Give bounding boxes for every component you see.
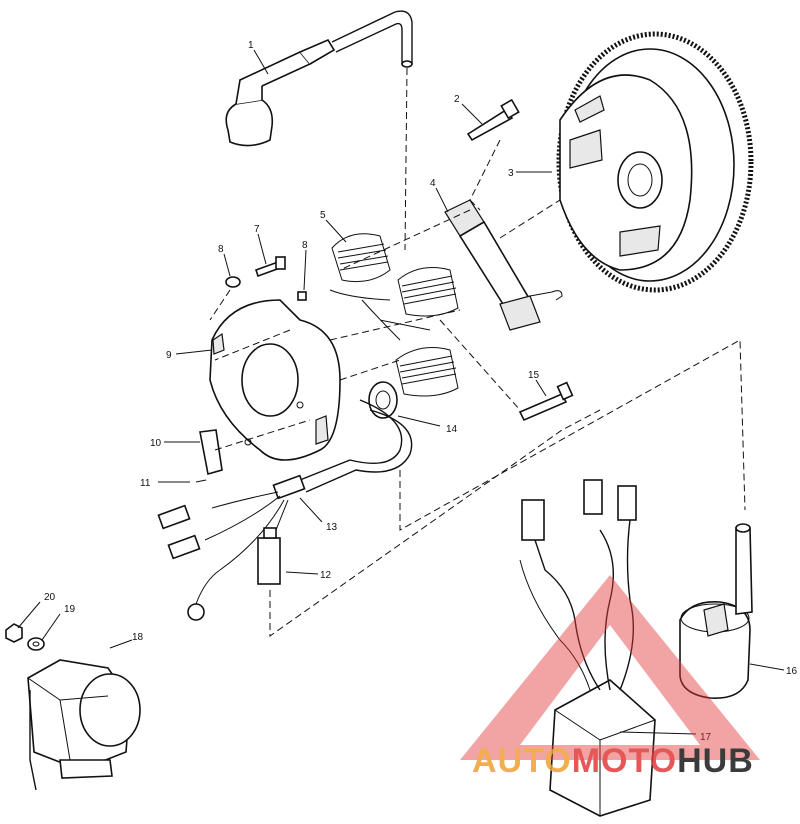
part-label-3: 3	[508, 168, 514, 179]
part-label-8a: 8	[218, 244, 224, 255]
assembly-lines	[209, 67, 746, 637]
watermark-text-hub: HUB	[677, 742, 754, 780]
watermark-triangle	[460, 575, 760, 760]
part-label-9: 9	[166, 350, 172, 361]
part-label-19: 19	[64, 604, 76, 615]
part-label-7: 7	[254, 224, 260, 235]
part-label-4: 4	[430, 178, 436, 189]
nut-20	[5, 623, 23, 643]
part-label-5: 5	[320, 210, 326, 221]
part-label-13: 13	[326, 522, 338, 533]
screw-8b	[297, 291, 307, 301]
wire-clamp	[195, 429, 223, 483]
part-label-11: 11	[140, 478, 151, 489]
part-label-20: 20	[44, 592, 56, 603]
watermark-logo: AUTOMOTOHUB	[460, 575, 760, 780]
wire-harness	[157, 399, 413, 621]
part-label-14: 14	[446, 424, 458, 435]
part-label-17: 17	[700, 732, 712, 743]
spark-plug-cap	[225, 10, 413, 147]
part-labels: 1 2 3 4 5 7 8 8 9 10 11 12 13 14 15 16 1…	[44, 40, 798, 743]
part-label-15: 15	[528, 370, 540, 381]
part-label-8b: 8	[302, 240, 308, 251]
bolt-15	[518, 381, 574, 422]
watermark-text-moto: MOTO	[572, 742, 677, 780]
part-label-12: 12	[320, 570, 332, 581]
bolt-2	[466, 98, 520, 142]
part-label-16: 16	[786, 666, 798, 677]
washer-8a	[225, 276, 241, 288]
ignition-coil	[679, 523, 753, 699]
watermark-text-auto: AUTO	[472, 742, 572, 780]
part-label-18: 18	[132, 632, 144, 643]
trigger-coil	[444, 199, 563, 331]
part-label-2: 2	[454, 94, 460, 105]
stator-assembly	[209, 233, 459, 461]
screw-7	[254, 256, 286, 278]
starter-solenoid	[27, 659, 141, 791]
part-label-1: 1	[248, 40, 254, 51]
flywheel	[556, 31, 754, 293]
leader-lines	[17, 49, 785, 735]
part-label-10: 10	[150, 438, 162, 449]
watermark-text: AUTOMOTOHUB	[472, 742, 754, 780]
cdi-box	[519, 479, 656, 817]
washer-19	[27, 637, 45, 651]
